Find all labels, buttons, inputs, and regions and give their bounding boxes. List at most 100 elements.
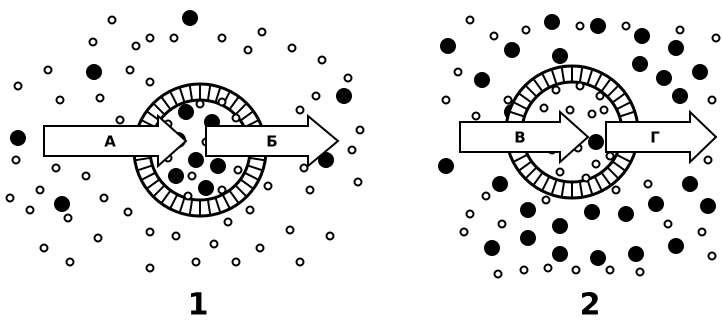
- particle-small: [699, 229, 706, 236]
- particle-small: [705, 157, 712, 164]
- particle-large: [484, 240, 500, 256]
- particle-large: [668, 238, 684, 254]
- particle-small: [357, 127, 364, 134]
- particle-small: [27, 207, 34, 214]
- particle-small: [523, 27, 530, 34]
- particle-large: [682, 176, 698, 192]
- particle-small: [345, 75, 352, 82]
- particle-small: [185, 193, 192, 200]
- particle-small: [495, 271, 502, 278]
- particle-large: [492, 176, 508, 192]
- panel-1-arrow-in-label: А: [104, 133, 116, 151]
- particle-large: [544, 14, 560, 30]
- particle-large: [700, 198, 716, 214]
- particle-small: [307, 187, 314, 194]
- particle-small: [287, 227, 294, 234]
- particle-small: [133, 43, 140, 50]
- particle-large: [632, 56, 648, 72]
- particle-large: [198, 180, 214, 196]
- particle-small: [297, 259, 304, 266]
- particle-small: [483, 193, 490, 200]
- panel-2: В Г 2: [438, 14, 720, 323]
- particle-small: [57, 97, 64, 104]
- particle-small: [247, 207, 254, 214]
- particle-large: [552, 218, 568, 234]
- particle-small: [95, 235, 102, 242]
- particle-small: [41, 245, 48, 252]
- particle-small: [623, 23, 630, 30]
- particle-large: [668, 40, 684, 56]
- particle-large: [182, 10, 198, 26]
- particle-small: [45, 67, 52, 74]
- panel-1: А Б 1: [7, 10, 364, 323]
- particle-small: [583, 175, 590, 182]
- particle-small: [607, 153, 614, 160]
- particle-small: [127, 67, 134, 74]
- particle-large: [628, 246, 644, 262]
- particle-small: [90, 39, 97, 46]
- panel-2-arrow-in-label: В: [514, 129, 525, 147]
- particle-large: [54, 196, 70, 212]
- particle-small: [665, 221, 672, 228]
- particle-small: [147, 229, 154, 236]
- particle-small: [313, 93, 320, 100]
- particle-small: [225, 219, 232, 226]
- particle-small: [613, 187, 620, 194]
- particle-small: [259, 29, 266, 36]
- particle-large: [590, 18, 606, 34]
- particle-large: [438, 158, 454, 174]
- particle-small: [541, 105, 548, 112]
- particle-small: [211, 241, 218, 248]
- particle-small: [455, 69, 462, 76]
- particle-small: [567, 107, 574, 114]
- particle-small: [557, 169, 564, 176]
- particle-large: [178, 104, 194, 120]
- particle-small: [125, 209, 132, 216]
- particle-small: [83, 173, 90, 180]
- particle-small: [545, 265, 552, 272]
- particle-small: [189, 173, 196, 180]
- particle-small: [709, 97, 716, 104]
- particle-small: [521, 267, 528, 274]
- particle-small: [147, 265, 154, 272]
- particle-small: [117, 117, 124, 124]
- particle-large: [552, 246, 568, 262]
- particle-small: [553, 87, 560, 94]
- particle-small: [327, 233, 334, 240]
- particle-small: [233, 115, 240, 122]
- particle-small: [577, 23, 584, 30]
- particle-large: [86, 64, 102, 80]
- particle-small: [467, 211, 474, 218]
- particle-large: [588, 134, 604, 150]
- particle-small: [709, 253, 716, 260]
- particle-small: [219, 35, 226, 42]
- particle-small: [607, 267, 614, 274]
- particle-large: [474, 72, 490, 88]
- particle-small: [573, 267, 580, 274]
- panel-1-arrow-out-label: Б: [266, 133, 277, 151]
- particle-small: [677, 27, 684, 34]
- particle-small: [147, 79, 154, 86]
- particle-large: [634, 28, 650, 44]
- particle-small: [597, 93, 604, 100]
- panel-1-number: 1: [188, 288, 209, 323]
- particle-small: [193, 259, 200, 266]
- particle-small: [171, 35, 178, 42]
- particle-large: [520, 202, 536, 218]
- particle-small: [637, 269, 644, 276]
- particle-small: [289, 45, 296, 52]
- particle-large: [692, 64, 708, 80]
- particle-large: [648, 196, 664, 212]
- particle-small: [713, 35, 720, 42]
- particle-small: [355, 179, 362, 186]
- particle-large: [336, 88, 352, 104]
- particle-small: [265, 183, 272, 190]
- particle-small: [589, 111, 596, 118]
- particle-small: [491, 33, 498, 40]
- particle-small: [53, 165, 60, 172]
- particle-large: [584, 204, 600, 220]
- particle-small: [443, 97, 450, 104]
- particle-large: [10, 130, 26, 146]
- particle-small: [593, 161, 600, 168]
